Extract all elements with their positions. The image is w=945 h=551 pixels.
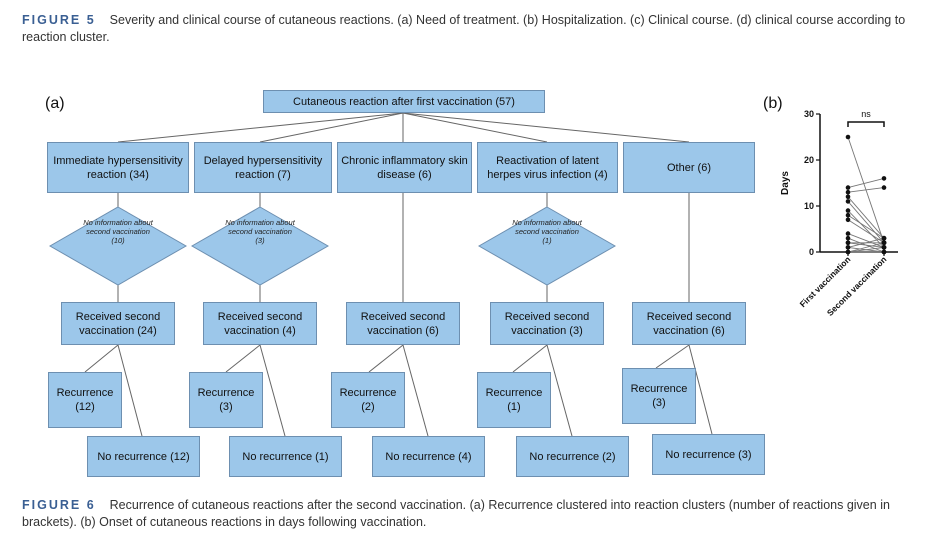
category-box-4: Reactivation of latent herpes virus infe… [477, 142, 618, 193]
pair-line [847, 242, 885, 253]
second-vaccination-point [881, 249, 887, 255]
received-box-3: Received second vaccination (6) [346, 302, 460, 345]
category-box-5: Other (6) [623, 142, 755, 193]
no-info-diamond-2 [190, 206, 330, 286]
no-recurrence-box-2: No recurrence (1) [229, 436, 342, 477]
received-box-5: Received second vaccination (6) [632, 302, 746, 345]
significance-label: ns [861, 109, 871, 119]
pair-line [847, 177, 885, 189]
recurrence-box-3: Recurrence (2) [331, 372, 405, 428]
first-vaccination-point [845, 185, 851, 190]
second-vaccination-point [881, 235, 887, 241]
no-info-diamond-1 [48, 206, 188, 286]
first-vaccination-point [845, 134, 851, 140]
x-tick-label: Second vaccination [825, 254, 889, 318]
y-tick-label: 30 [804, 109, 814, 119]
y-tick-label: 0 [809, 247, 814, 257]
y-axis-label: Days [780, 171, 791, 195]
pair-line [847, 246, 885, 253]
pair-line [847, 214, 885, 239]
figure-6-text: Recurrence of cutaneous reactions after … [22, 498, 890, 529]
received-box-4: Received second vaccination (3) [490, 302, 604, 345]
first-vaccination-point [845, 212, 851, 218]
y-tick-label: 10 [804, 201, 814, 211]
received-box-2: Received second vaccination (4) [203, 302, 317, 345]
second-vaccination-point [881, 240, 887, 246]
figure-5-label: FIGURE 5 [22, 13, 96, 27]
root-box: Cutaneous reaction after first vaccinati… [263, 90, 545, 113]
no-info-text-4: No information about second vaccination … [512, 218, 582, 245]
recurrence-box-1: Recurrence (12) [48, 372, 122, 428]
pair-line [847, 233, 885, 248]
panel-b-label: (b) [763, 95, 783, 112]
second-vaccination-point [881, 245, 887, 250]
category-box-2: Delayed hypersensitivity reaction (7) [194, 142, 332, 193]
significance-bracket [847, 121, 885, 127]
pair-line [847, 201, 885, 244]
first-vaccination-point [845, 199, 851, 204]
chart-lines [847, 136, 885, 253]
first-vaccination-point [845, 249, 851, 255]
first-vaccination-point [845, 240, 851, 246]
y-tick-label: 20 [804, 155, 814, 165]
no-recurrence-box-4: No recurrence (2) [516, 436, 629, 477]
pair-line [847, 196, 885, 239]
first-vaccination-point [845, 235, 851, 241]
figure-6-label: FIGURE 6 [22, 498, 96, 512]
figure-5-text: Severity and clinical course of cutaneou… [22, 13, 906, 44]
no-recurrence-box-1: No recurrence (12) [87, 436, 200, 477]
recurrence-box-4: Recurrence (1) [477, 372, 551, 428]
recurrence-box-5: Recurrence (3) [622, 368, 696, 424]
no-info-text-1: No information about second vaccination … [83, 218, 153, 245]
first-vaccination-point [845, 208, 851, 213]
recurrence-box-2: Recurrence (3) [189, 372, 263, 428]
category-box-3: Chronic inflammatory skin disease (6) [337, 142, 472, 193]
pair-line [847, 210, 885, 248]
first-vaccination-point [845, 231, 851, 236]
no-info-diamond-4 [477, 206, 617, 286]
first-vaccination-point [845, 189, 851, 195]
second-vaccination-point [881, 176, 887, 181]
panel-a-label: (a) [45, 95, 65, 112]
pair-line [847, 242, 885, 248]
first-vaccination-point [845, 217, 851, 223]
no-info-text-2: No information about second vaccination … [225, 218, 295, 245]
pair-line [847, 187, 885, 193]
pair-line [847, 237, 885, 248]
pair-line [847, 219, 885, 244]
category-box-1: Immediate hypersensitivity reaction (34) [47, 142, 189, 193]
received-box-1: Received second vaccination (24) [61, 302, 175, 345]
no-recurrence-box-3: No recurrence (4) [372, 436, 485, 477]
first-vaccination-point [845, 245, 851, 250]
first-vaccination-point [845, 194, 851, 200]
chart-points [845, 134, 887, 255]
no-recurrence-box-5: No recurrence (3) [652, 434, 765, 475]
second-vaccination-point [881, 185, 887, 190]
